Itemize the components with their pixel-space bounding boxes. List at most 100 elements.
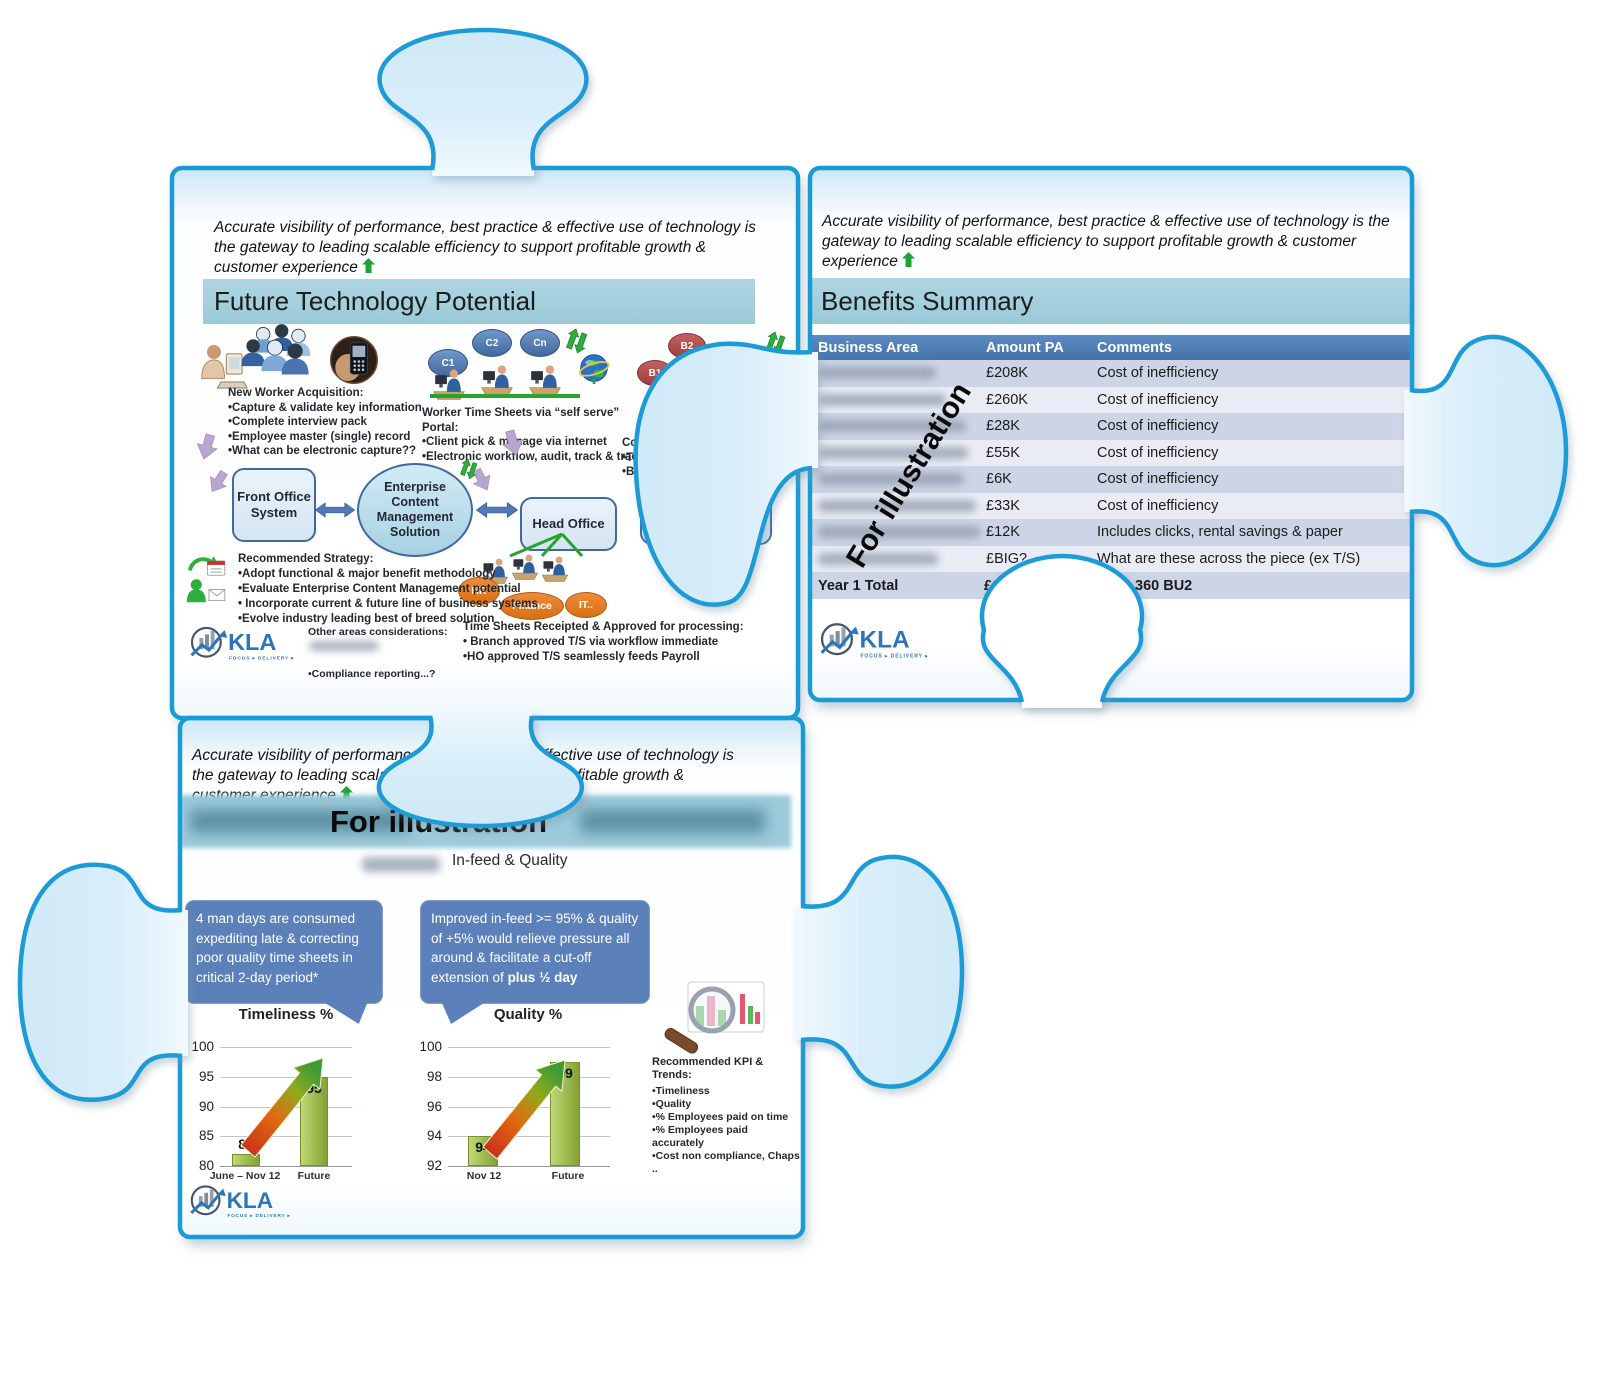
slide-benefits-summary: Accurate visibility of performance, best…: [810, 168, 1412, 700]
quality-chart-title: Quality %: [493, 1006, 563, 1023]
benefits-table-header: Business Area Amount PA Comments: [810, 335, 1412, 360]
total-label: Year 1 Total: [818, 577, 899, 594]
strategy-title: Recommended Strategy:: [238, 553, 374, 565]
comment-cell: What are these across the piece (ex T/S): [1097, 550, 1361, 567]
magnifier-chart-clipart: [662, 980, 766, 1058]
y-tick: 100: [419, 1039, 442, 1054]
for-illustration-watermark: For illustration: [330, 804, 547, 839]
comment-cell: Cost of inefficiency: [1097, 444, 1219, 461]
comment-cell: Cost of inefficiency: [1097, 391, 1219, 408]
covered-line: •T/S: [622, 451, 644, 464]
x-tick: Future: [297, 1170, 331, 1182]
recommended-kpi-block: Recommended KPI & Trends: •Timeliness •Q…: [652, 1056, 802, 1176]
it-label: IT..: [578, 599, 593, 611]
gridline: [220, 1166, 352, 1167]
kla-logo: [188, 624, 296, 664]
y-tick: 100: [191, 1039, 214, 1054]
amount-cell: £6K: [986, 471, 1012, 488]
callout-man-days: 4 man days are consumed expediting late …: [185, 900, 383, 1024]
covered-line: Com: [622, 437, 648, 449]
slide-a-title-bar: Future Technology Potential: [203, 279, 755, 324]
callout2-bold-text: plus ½ day: [507, 969, 578, 985]
bullet-item: •Evaluate Enterprise Content Management …: [238, 583, 521, 595]
amount-cell: £12K: [986, 524, 1020, 541]
kpi-item: •Quality: [652, 1098, 692, 1110]
gridline: [448, 1166, 610, 1167]
total-amount: £60: [984, 577, 1009, 594]
redacted-business-area: [818, 367, 936, 379]
other-areas-block: Other areas considerations: •Compliance …: [308, 626, 458, 681]
bullet-item: • Branch approved T/S via workflow immed…: [463, 636, 719, 648]
slide-future-technology: Accurate visibility of performance, best…: [172, 168, 798, 718]
bullet-item: •Complete interview pack: [228, 416, 367, 428]
knob-right-c: [795, 856, 962, 1087]
x-tick: Future: [551, 1170, 585, 1182]
trend-arrow-icon: [240, 1057, 324, 1158]
cn-label: Cn: [533, 337, 547, 349]
comment-cell: Cost of inefficiency: [1097, 497, 1219, 514]
it-oval: IT..: [565, 592, 607, 618]
front-office-system-node: Front Office System: [232, 468, 316, 542]
strategy-clipart-icon: [182, 550, 228, 610]
knob-top-a-outline: [377, 27, 589, 171]
knob-left-c-outline: [17, 862, 183, 1102]
ecm-label: Enterprise Content Management Solution: [376, 480, 454, 539]
amount-cell: £33K: [986, 497, 1020, 514]
growth-up-arrow-icon: [362, 258, 375, 273]
y-tick: 95: [198, 1068, 214, 1084]
ecm-solution-node: Enterprise Content Management Solution: [357, 463, 473, 557]
double-arrow-icon: [475, 496, 519, 524]
branch-node-bn: Bn: [702, 345, 740, 371]
bullet-item: •Compliance reporting...?: [308, 668, 436, 680]
timeliness-plot-area: 82 95: [220, 1047, 352, 1167]
table-row: £BIG? What are these across the piece (ex…: [810, 545, 1412, 572]
y-tick: 96: [426, 1098, 442, 1114]
bullet-item: •What can be electronic capture??: [228, 445, 417, 457]
comment-cell: Cost of inefficiency: [1097, 471, 1219, 488]
desk-worker-icon: [476, 360, 518, 396]
amount-cell: £BIG?: [986, 550, 1028, 567]
bullet-item: •Adopt functional & major benefit method…: [238, 568, 496, 580]
callout1-text: 4 man days are consumed expediting late …: [196, 911, 359, 985]
kpi-item: •Cost non compliance, Chaps ..: [652, 1150, 800, 1175]
globe-icon: [578, 352, 610, 384]
knob-right-b: [1404, 336, 1566, 566]
comment-cell: Includes clicks, rental savings & paper: [1097, 524, 1343, 541]
slide-infeed-quality: Accurate visibility of performance, best…: [180, 718, 803, 1237]
kpi-title: Recommended KPI & Trends:: [652, 1056, 764, 1081]
table-row: £28K Cost of inefficiency: [810, 413, 1412, 440]
slide-b-header: Accurate visibility of performance, best…: [822, 212, 1397, 272]
subtitle-infeed-quality: In-feed & Quality: [452, 852, 568, 869]
column-amount-pa: Amount PA: [986, 339, 1064, 356]
knob-top-a: [379, 30, 587, 176]
slide-a-title: Future Technology Potential: [214, 286, 536, 316]
redacted-business-area: [818, 526, 980, 538]
y-tick: 85: [198, 1128, 214, 1144]
x-tick: Nov 12: [466, 1170, 502, 1182]
bn-label: Bn: [714, 352, 728, 364]
c2-label: C2: [485, 337, 499, 349]
column-comments: Comments: [1097, 339, 1172, 356]
portal-title: Worker Time Sheets via “self serve” Port…: [422, 407, 620, 434]
front-office-label: Front Office System: [237, 489, 311, 520]
slide-b-title: Benefits Summary: [821, 285, 1034, 316]
x-tick: June – Nov 12: [209, 1170, 281, 1182]
new-worker-acquisition-block: New Worker Acquisition: •Capture & valid…: [228, 386, 423, 459]
total-comment: 360 BU2: [1135, 577, 1193, 594]
comment-cell: Cost of inefficiency: [1097, 418, 1219, 435]
y-tick: 98: [426, 1068, 442, 1084]
kpi-item: •Timeliness: [652, 1085, 710, 1097]
bullet-item: •Employee master (single) record: [228, 430, 411, 443]
bullet-item: •Capture & validate key information: [228, 401, 422, 414]
y-tick: 94: [426, 1128, 442, 1144]
column-business-area: Business Area: [818, 339, 919, 356]
client-node-c2: C2: [472, 329, 512, 357]
redacted-text-bar: [309, 641, 379, 651]
amount-cell: £28K: [986, 418, 1020, 435]
callout-improved-infeed: Improved in-feed >= 95% & quality of +5%…: [420, 900, 650, 1024]
slide-a-header-text: Accurate visibility of performance, best…: [214, 219, 756, 276]
amount-cell: £208K: [986, 365, 1028, 382]
amount-cell: £55K: [986, 444, 1020, 461]
